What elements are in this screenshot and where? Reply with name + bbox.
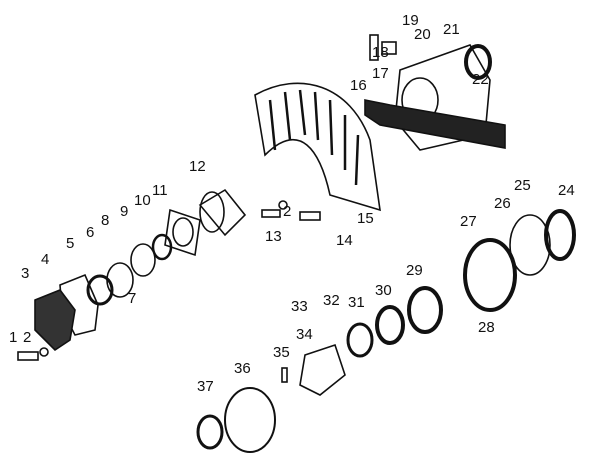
ring-30 [375, 305, 405, 345]
base-rail-part [364, 99, 506, 149]
callout-number: 28 [478, 319, 495, 336]
callout-number: 35 [273, 344, 290, 361]
callout-number: 17 [372, 65, 389, 82]
callout-number: 36 [234, 360, 251, 377]
bolt-14 [299, 211, 321, 221]
flange-bore [172, 217, 194, 247]
callout-number: 31 [348, 294, 365, 311]
callout-number: 1 [9, 329, 18, 346]
callout-number: 15 [357, 210, 374, 227]
callout-number: 18 [372, 44, 389, 61]
callout-number: 13 [265, 228, 282, 245]
flange-gasket-11 [164, 208, 201, 257]
callout-number: 22 [472, 71, 489, 88]
nut-20 [381, 41, 397, 55]
callout-number: 3 [21, 265, 30, 282]
callout-number: 2 [23, 329, 32, 346]
fan-shroud-shading [268, 89, 360, 186]
washer-2 [39, 347, 49, 357]
callout-number: 10 [134, 192, 151, 209]
callout-number: 5 [66, 235, 75, 252]
seal-ring-22 [464, 44, 492, 80]
callout-number: 19 [402, 12, 419, 29]
ring-31 [346, 322, 374, 358]
ring-25 [509, 214, 551, 276]
ring-24 [544, 209, 576, 261]
callout-number: 37 [197, 378, 214, 395]
ring-29 [407, 286, 443, 334]
callout-number: 7 [128, 290, 137, 307]
callout-number: 21 [443, 21, 460, 38]
nut-37 [196, 414, 224, 450]
hub-34 [299, 343, 346, 396]
callout-number: 6 [86, 224, 95, 241]
callout-number: 11 [152, 182, 168, 199]
callout-number: 4 [41, 251, 50, 268]
hub-5 [86, 274, 114, 306]
callout-number: 12 [189, 158, 206, 175]
bolt-1 [17, 351, 39, 361]
callout-number: 20 [414, 26, 431, 43]
callout-number: 29 [406, 262, 423, 279]
ring-8 [130, 243, 156, 277]
callout-number: 26 [494, 195, 511, 212]
cover-36 [224, 387, 276, 453]
ring-10 [151, 233, 173, 261]
bolt-13 [261, 209, 281, 218]
housing-27 [463, 238, 517, 312]
callout-number: 34 [296, 326, 313, 343]
key-35 [281, 367, 288, 383]
sleeve-end [199, 191, 225, 233]
callout-number: 33 [291, 298, 308, 315]
callout-number: 9 [120, 203, 129, 220]
callout-number: 14 [336, 232, 353, 249]
callout-number: 2 [283, 203, 292, 220]
callout-number: 24 [558, 182, 575, 199]
callout-number: 25 [514, 177, 531, 194]
washer-2b [278, 200, 288, 210]
callout-number: 32 [323, 292, 340, 309]
callout-number: 16 [350, 77, 367, 94]
end-cover-3 [34, 289, 76, 352]
callout-number: 27 [460, 213, 477, 230]
bolt-19 [369, 34, 379, 61]
callout-number: 30 [375, 282, 392, 299]
callout-number: 8 [101, 212, 110, 229]
sleeve-part-12 [198, 188, 247, 237]
